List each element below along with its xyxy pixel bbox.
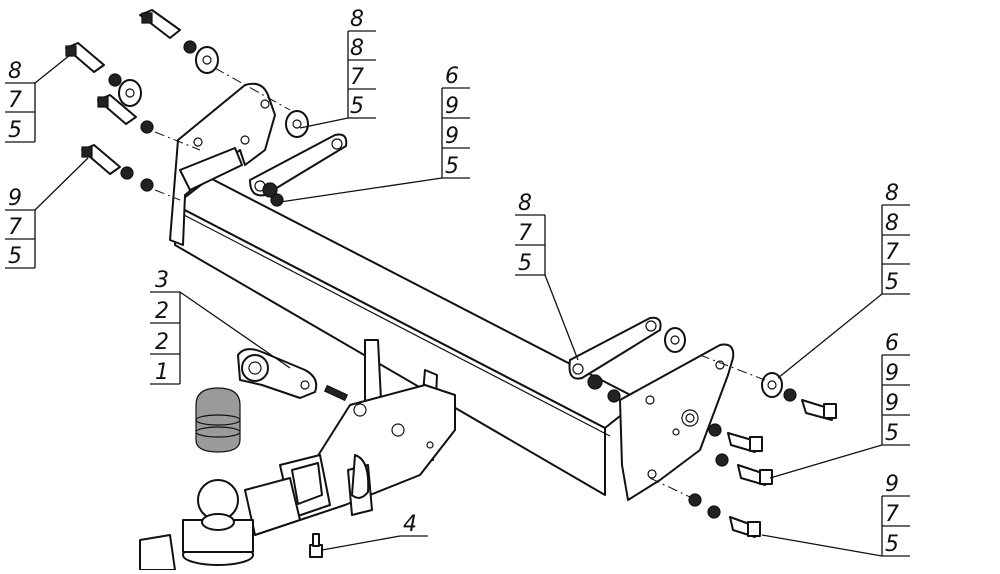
label: 8 bbox=[350, 7, 364, 32]
label: 7 bbox=[518, 221, 532, 246]
washer-top-center bbox=[285, 110, 309, 138]
label: 2 bbox=[155, 299, 169, 324]
fastener-row-1 bbox=[139, 9, 291, 111]
label: 9 bbox=[885, 361, 899, 386]
callout-top-left: 8 7 5 bbox=[5, 54, 71, 143]
label: 3 bbox=[155, 268, 169, 293]
callout-hitch-parts: 3 2 2 1 bbox=[150, 268, 291, 385]
label: 7 bbox=[885, 240, 899, 265]
label: 5 bbox=[518, 251, 532, 276]
callout-bottom-bolt: 4 bbox=[321, 512, 428, 551]
label: 8 bbox=[350, 36, 364, 61]
label: 5 bbox=[885, 532, 899, 557]
left-link-plate bbox=[249, 133, 348, 207]
label: 6 bbox=[885, 331, 899, 356]
callout-mid-left: 9 7 5 bbox=[5, 157, 89, 269]
label: 5 bbox=[885, 421, 899, 446]
label: 8 bbox=[885, 211, 899, 236]
right-mounting-bracket bbox=[619, 343, 735, 501]
fastener-row-4 bbox=[81, 144, 181, 201]
callout-right-bottom: 9 7 5 bbox=[761, 472, 910, 557]
label: 7 bbox=[885, 502, 899, 527]
left-mounting-bracket bbox=[169, 82, 276, 246]
callout-top-inner: 6 9 9 5 bbox=[279, 64, 470, 203]
label: 8 bbox=[8, 59, 22, 84]
hitch-arm bbox=[244, 339, 456, 536]
label: 5 bbox=[8, 244, 22, 269]
tow-ball bbox=[139, 479, 254, 571]
callout-right-top: 8 8 7 5 bbox=[777, 181, 910, 379]
label: 6 bbox=[445, 64, 459, 89]
label: 5 bbox=[445, 154, 459, 179]
label: 2 bbox=[155, 330, 169, 355]
label: 7 bbox=[8, 215, 22, 240]
label: 5 bbox=[350, 94, 364, 119]
label: 5 bbox=[8, 118, 22, 143]
fastener-row-3 bbox=[97, 94, 201, 151]
ball-cover bbox=[195, 387, 241, 453]
label: 9 bbox=[445, 124, 459, 149]
label: 1 bbox=[155, 360, 169, 385]
fastener-right-1 bbox=[664, 327, 837, 421]
socket-bracket bbox=[237, 348, 318, 399]
fastener-right-2 bbox=[708, 423, 763, 453]
fastener-right-4 bbox=[649, 477, 761, 538]
fastener-right-3 bbox=[715, 453, 773, 486]
label: 8 bbox=[885, 181, 899, 206]
label: 5 bbox=[885, 270, 899, 295]
label: 4 bbox=[403, 512, 417, 537]
callout-right-mid: 6 9 9 5 bbox=[769, 331, 910, 479]
label: 7 bbox=[8, 88, 22, 113]
small-bolt bbox=[323, 384, 349, 402]
label: 8 bbox=[518, 191, 532, 216]
label: 9 bbox=[885, 391, 899, 416]
callout-top-center: 8 8 7 5 bbox=[299, 7, 376, 129]
label: 9 bbox=[885, 472, 899, 497]
callout-center: 8 7 5 bbox=[515, 191, 579, 361]
fastener-row-2 bbox=[65, 42, 142, 107]
label: 7 bbox=[350, 65, 364, 90]
right-link-plate bbox=[568, 316, 662, 403]
label: 9 bbox=[8, 186, 22, 211]
bottom-bolt bbox=[309, 533, 323, 558]
label: 9 bbox=[445, 94, 459, 119]
